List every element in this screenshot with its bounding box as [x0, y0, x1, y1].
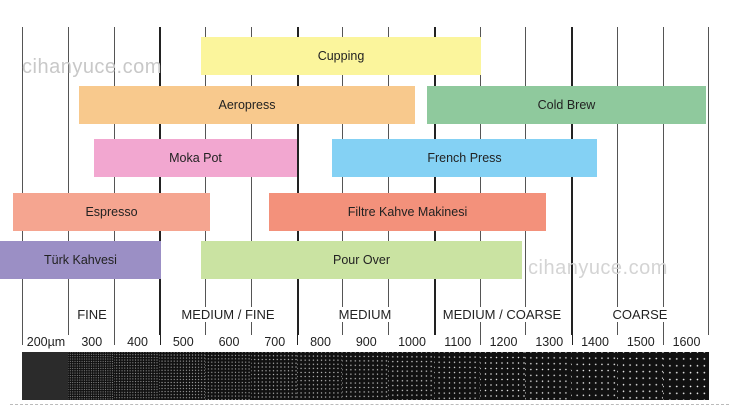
size-label: 1600 [664, 335, 709, 349]
grid-line [708, 27, 710, 345]
divider [10, 404, 729, 405]
size-label: 300 [69, 335, 115, 349]
bar-french-press: French Press [332, 139, 597, 177]
size-label: 200µm [23, 335, 69, 349]
grind-texture-swatch [22, 352, 68, 400]
grid-line [250, 27, 252, 345]
watermark: cihanyuce.com [528, 257, 668, 279]
grind-texture-swatch [113, 352, 160, 400]
grind-texture-swatch [616, 352, 663, 400]
grid-line [67, 27, 69, 345]
grind-texture-swatch [525, 352, 572, 400]
watermark: cihanyuce.com [22, 56, 162, 78]
grid-line [22, 27, 23, 345]
grid-line [571, 27, 573, 345]
size-label: 800 [298, 335, 343, 349]
grid-line [662, 27, 664, 345]
bar-espresso: Espresso [13, 193, 210, 231]
category-label: COARSE [608, 307, 672, 322]
size-label: 900 [343, 335, 389, 349]
grind-texture-swatch [159, 352, 206, 400]
grind-texture-swatch [388, 352, 434, 400]
grind-texture-swatch [479, 352, 526, 400]
category-label: MEDIUM [330, 307, 400, 322]
grid-line [296, 27, 299, 345]
bar-moka-pot: Moka Pot [94, 139, 297, 177]
grid-line [433, 27, 436, 345]
bar-pour-over: Pour Over [201, 241, 522, 279]
size-label: 500 [160, 335, 206, 349]
grid-line [205, 27, 206, 345]
size-label: 1000 [389, 335, 435, 349]
bar-cupping: Cupping [201, 37, 481, 75]
size-label: 1500 [618, 335, 664, 349]
size-label: 1200 [481, 335, 526, 349]
size-label: 600 [206, 335, 252, 349]
size-label: 400 [115, 335, 160, 349]
grind-texture-swatch [205, 352, 251, 400]
grind-texture-swatch [67, 352, 114, 400]
size-label: 1300 [526, 335, 572, 349]
size-label: 700 [252, 335, 298, 349]
category-label: FINE [70, 307, 114, 322]
grid-line [525, 27, 527, 345]
grid-line [342, 27, 344, 345]
grind-texture-swatch [571, 352, 617, 400]
category-label: MEDIUM / COARSE [436, 307, 568, 322]
grid-line [388, 27, 389, 345]
bar-filtre-kahve: Filtre Kahve Makinesi [269, 193, 546, 231]
grind-texture-swatch [662, 352, 709, 400]
grid-line [616, 27, 618, 345]
grid-line [113, 27, 115, 345]
grid-line [159, 27, 162, 345]
size-label: 1400 [572, 335, 618, 349]
size-label: 1100 [435, 335, 481, 349]
grid-line [479, 27, 481, 345]
bar-turk-kahvesi: Türk Kahvesi [0, 241, 161, 279]
grind-texture-swatch [433, 352, 480, 400]
grind-texture-swatch [296, 352, 343, 400]
bar-aeropress: Aeropress [79, 86, 415, 124]
grind-texture-swatch [250, 352, 297, 400]
grind-texture-swatch [342, 352, 389, 400]
bar-cold-brew: Cold Brew [427, 86, 706, 124]
category-label: MEDIUM / FINE [172, 307, 284, 322]
